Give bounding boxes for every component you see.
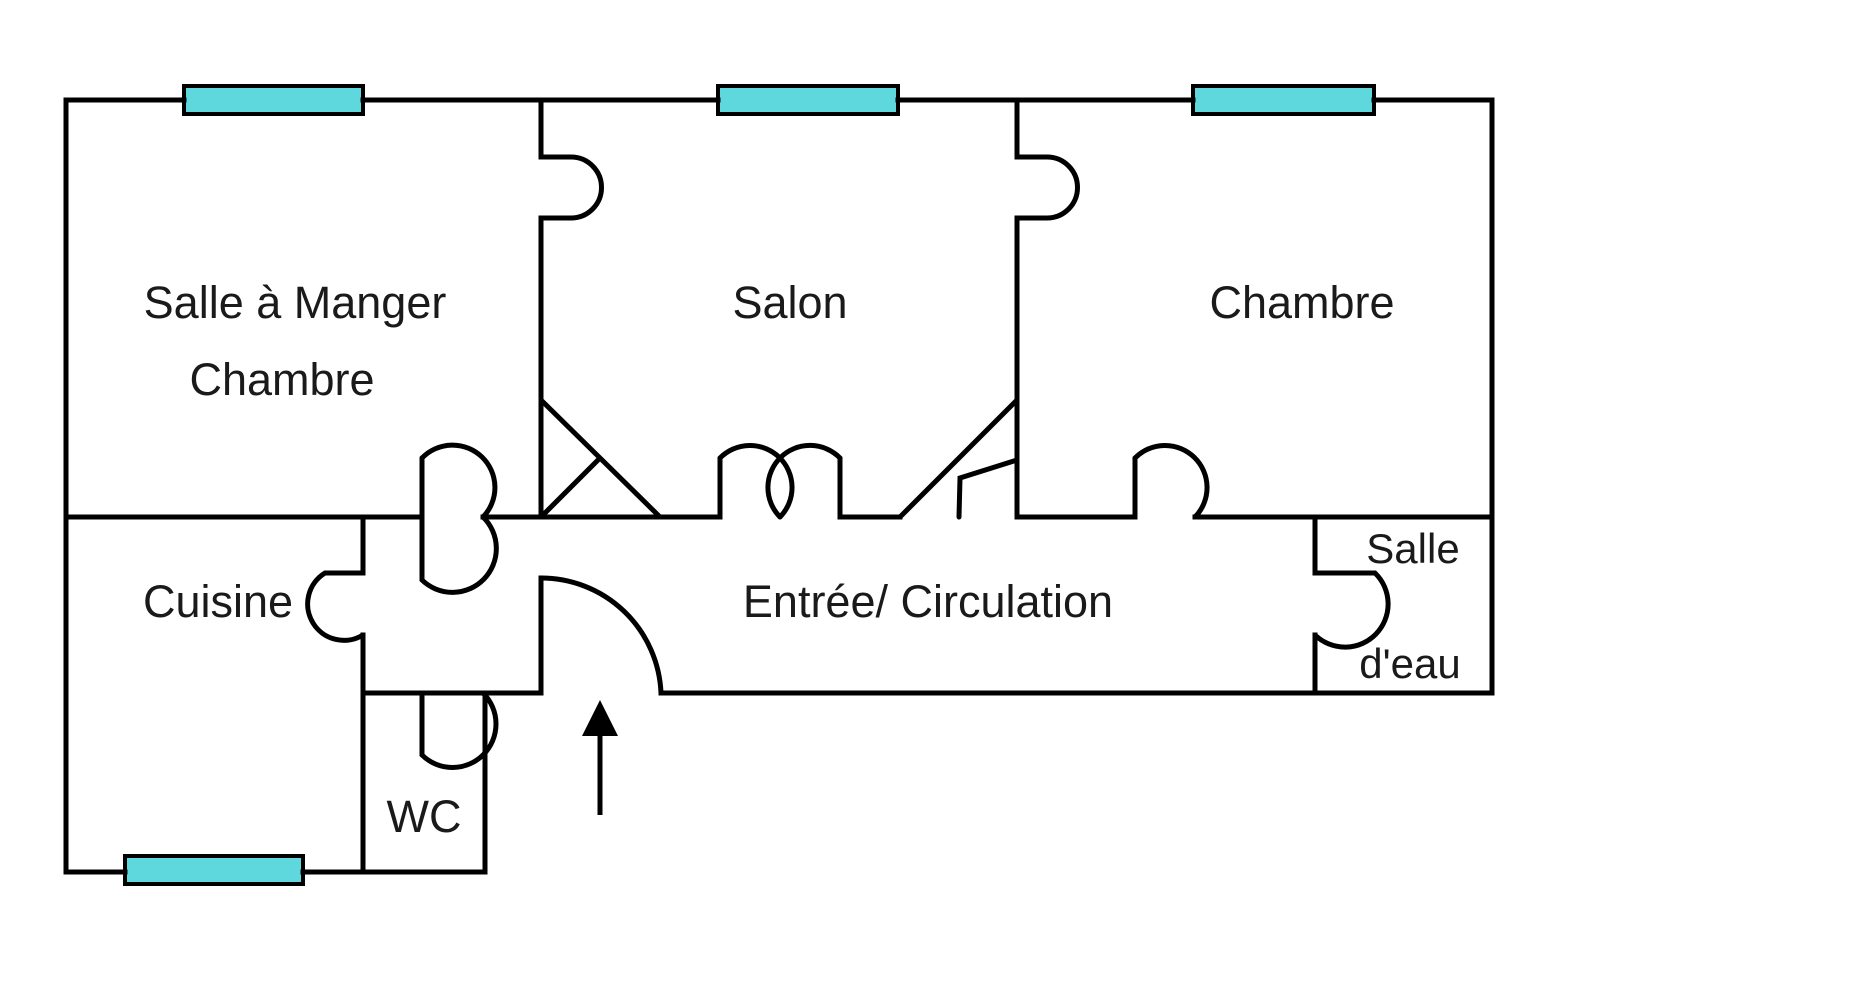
closet-living-right (897, 397, 1020, 520)
door-hall-left (419, 514, 499, 595)
door-salon-right (765, 442, 843, 520)
doors (305, 154, 1391, 770)
door-entrance (538, 575, 664, 696)
door-wc (419, 690, 499, 770)
door-living-bedroom (1014, 154, 1080, 221)
label-dining-line1: Salle à Manger (144, 277, 447, 328)
label-hall: Entrée/ Circulation (743, 576, 1113, 627)
windows (123, 84, 1376, 886)
label-shower-line1: Salle (1366, 525, 1459, 572)
walls (63, 97, 1495, 875)
door-dining (419, 442, 498, 520)
label-shower-line2: d'eau (1359, 640, 1460, 687)
closet-dining-living-left (538, 397, 663, 520)
window-dining (182, 84, 365, 116)
label-dining-line2: Chambre (189, 354, 374, 405)
window-kitchen (123, 854, 305, 886)
arrow-up-icon (582, 700, 618, 815)
window-bedroom (1191, 84, 1376, 116)
label-wc: WC (387, 791, 462, 842)
closets (538, 397, 1020, 520)
label-kitchen: Cuisine (143, 576, 293, 627)
door-dining-living (538, 154, 604, 221)
door-shower (1312, 570, 1391, 650)
door-bedroom (1132, 442, 1210, 520)
door-kitchen (305, 570, 366, 643)
room-labels: Salle à Manger Chambre Salon Chambre Cui… (143, 277, 1461, 842)
label-living: Salon (732, 277, 847, 328)
door-salon-left (717, 442, 795, 520)
window-living (716, 84, 900, 116)
label-bedroom: Chambre (1209, 277, 1394, 328)
